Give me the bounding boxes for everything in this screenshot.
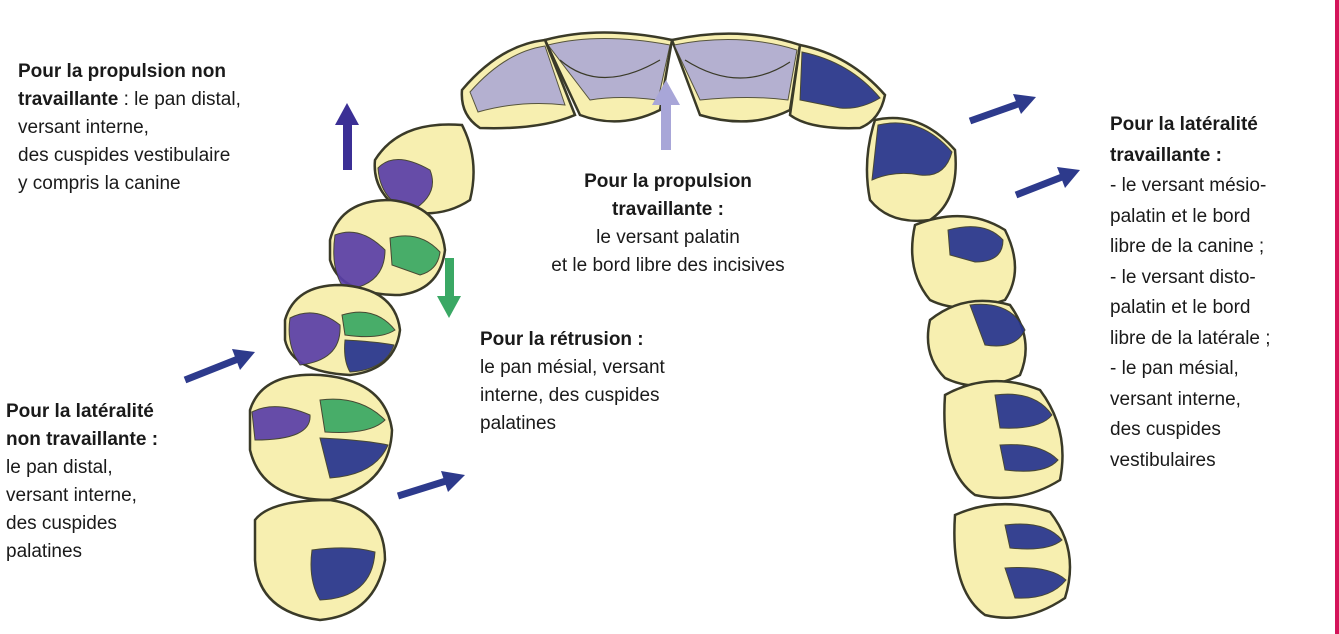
caption-text: versant interne, xyxy=(1110,385,1271,416)
caption-retrusion: Pour la rétrusion : le pan mésial, versa… xyxy=(480,326,665,438)
first-premolar-left xyxy=(330,200,445,295)
caption-lateralite-non-travaillante: Pour la latéralité non travaillante : le… xyxy=(6,398,158,566)
second-molar-right xyxy=(954,504,1070,618)
caption-text: versant interne, xyxy=(18,114,241,142)
caption-heading: travaillante xyxy=(18,89,118,110)
caption-heading: Pour la latéralité xyxy=(1110,114,1258,135)
arrow-right-icon xyxy=(398,471,465,496)
caption-heading: travaillante : xyxy=(1110,145,1222,166)
central-incisor-right xyxy=(672,34,800,122)
caption-text: le pan distal, xyxy=(6,454,158,482)
caption-text: palatines xyxy=(480,410,665,438)
caption-text: des cuspides xyxy=(6,510,158,538)
caption-text: y compris la canine xyxy=(18,170,241,198)
caption-text: le pan mésial, versant xyxy=(480,354,665,382)
caption-text: libre de la latérale ; xyxy=(1110,324,1271,355)
page-edge-bar xyxy=(1335,0,1339,634)
caption-heading: Pour la latéralité xyxy=(6,401,154,422)
first-premolar-right xyxy=(912,216,1015,307)
second-molar-left xyxy=(255,500,385,620)
second-premolar-right xyxy=(928,301,1026,386)
caption-text: palatin et le bord xyxy=(1110,202,1271,233)
arrow-right-icon xyxy=(185,349,255,380)
caption-text: - le versant mésio- xyxy=(1110,171,1271,202)
caption-text: des cuspides xyxy=(1110,415,1271,446)
caption-text: libre de la canine ; xyxy=(1110,232,1271,263)
canine-right xyxy=(867,118,956,221)
first-molar-left xyxy=(250,375,392,500)
caption-text: versant interne, xyxy=(6,482,158,510)
caption-heading: Pour la propulsion non xyxy=(18,61,226,82)
caption-text: le versant palatin xyxy=(488,224,848,252)
lateral-incisor-right xyxy=(790,45,885,128)
contact-zone-dark-blue xyxy=(872,123,952,180)
caption-text: et le bord libre des incisives xyxy=(488,252,848,280)
caption-text: palatin et le bord xyxy=(1110,293,1271,324)
caption-text: - le versant disto- xyxy=(1110,263,1271,294)
contact-zone-dark-blue xyxy=(345,340,394,372)
first-molar-right xyxy=(944,381,1062,498)
arrow-right-icon xyxy=(1016,167,1080,195)
caption-heading: Pour la rétrusion : xyxy=(480,329,644,350)
caption-heading: Pour la propulsion xyxy=(584,171,752,192)
caption-heading: non travaillante : xyxy=(6,429,158,450)
arrow-up-icon xyxy=(335,103,359,170)
second-premolar-left xyxy=(285,285,400,375)
caption-text: - le pan mésial, xyxy=(1110,354,1271,385)
caption-text: des cuspides vestibulaire xyxy=(18,142,241,170)
caption-text: interne, des cuspides xyxy=(480,382,665,410)
arrow-right-icon xyxy=(970,94,1036,121)
caption-text: vestibulaires xyxy=(1110,446,1271,477)
caption-text: palatines xyxy=(6,538,158,566)
caption-text: : le pan distal, xyxy=(118,89,241,110)
caption-heading: travaillante : xyxy=(612,199,724,220)
caption-propulsion-travaillante: Pour la propulsion travaillante : le ver… xyxy=(488,168,848,280)
caption-lateralite-travaillante: Pour la latéralité travaillante : - le v… xyxy=(1110,110,1271,476)
caption-propulsion-non-travaillante: Pour la propulsion non travaillante : le… xyxy=(18,58,241,198)
